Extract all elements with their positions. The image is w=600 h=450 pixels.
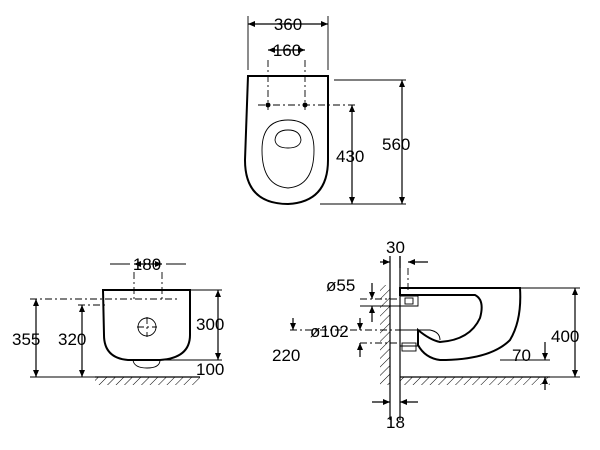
bowl-top-outline bbox=[243, 75, 329, 206]
dim-d55: ø55 bbox=[326, 276, 355, 295]
floor-hatch-side bbox=[400, 377, 550, 385]
dim-18: 18 bbox=[386, 413, 405, 432]
dim-30: 30 bbox=[386, 238, 405, 257]
seat-hinge-slot bbox=[274, 129, 302, 149]
dim-560: 560 bbox=[382, 135, 410, 154]
dim-160: 160 bbox=[273, 41, 301, 60]
dim-300: 300 bbox=[196, 315, 224, 334]
front-view: 180 355 320 300 100 bbox=[12, 255, 224, 385]
dim-d102: ø102 bbox=[310, 322, 349, 341]
dim-430: 430 bbox=[336, 147, 364, 166]
bolt-hole-right bbox=[302, 102, 308, 108]
seat-opening bbox=[261, 119, 315, 189]
dim-180: 180 bbox=[133, 255, 161, 274]
dim-100: 100 bbox=[196, 360, 224, 379]
top-view: 360 160 560 430 bbox=[243, 15, 410, 206]
side-view: 30 ø55 ø102 220 400 70 18 bbox=[272, 238, 580, 432]
bowl-front-outline bbox=[101, 289, 191, 361]
dim-220: 220 bbox=[272, 346, 300, 365]
dim-320: 320 bbox=[58, 330, 86, 349]
dim-70: 70 bbox=[512, 346, 531, 365]
dim-360: 360 bbox=[274, 15, 302, 34]
dim-355: 355 bbox=[12, 330, 40, 349]
floor-hatch-front bbox=[95, 377, 200, 385]
bowl-side-outline bbox=[399, 287, 522, 362]
dim-400: 400 bbox=[551, 327, 579, 346]
bolt-hole-left bbox=[265, 102, 271, 108]
wall-hatch bbox=[380, 285, 390, 385]
